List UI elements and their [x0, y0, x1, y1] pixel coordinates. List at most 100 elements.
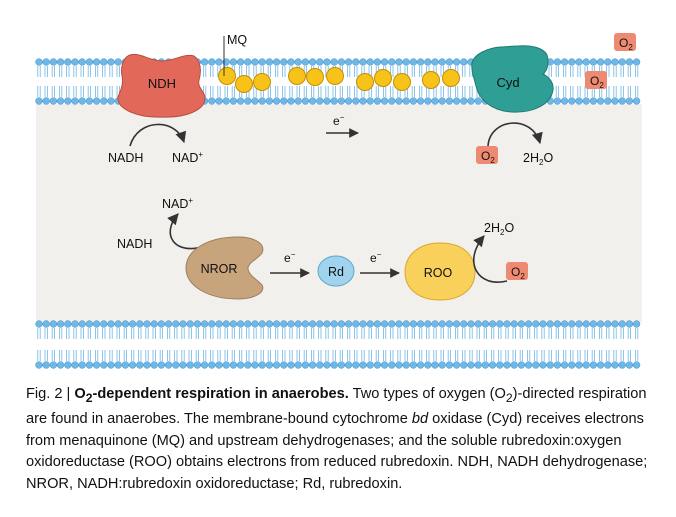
lipid-head — [366, 58, 374, 66]
lipid-head — [546, 320, 554, 328]
lipid-head — [445, 361, 454, 369]
lipid-head — [611, 320, 619, 328]
lipid-head — [316, 361, 324, 369]
lipid-head — [193, 320, 202, 328]
lipid-head — [92, 97, 101, 105]
lipid-head — [604, 58, 612, 66]
lipid-head — [272, 58, 281, 66]
lipid-tail — [59, 350, 63, 361]
lipid-tail — [606, 350, 610, 361]
lipid-head — [596, 320, 605, 328]
caption-text: Two types of oxygen (O2)-directed respir… — [26, 386, 648, 492]
lipid-tail — [397, 350, 401, 361]
cyd-protein: Cyd — [471, 45, 554, 113]
lipid-head — [366, 97, 374, 105]
lipid-head — [380, 97, 389, 105]
lipid-head — [71, 320, 79, 328]
lipid-head — [625, 58, 634, 66]
lipid-tail — [563, 350, 567, 361]
lipid-head — [258, 361, 266, 369]
lipid-head — [172, 361, 180, 369]
lipid-head — [510, 320, 518, 328]
lipid-head — [301, 320, 310, 328]
lipid-head — [568, 361, 576, 369]
lipid-tail — [51, 66, 55, 77]
lipid-head — [301, 97, 310, 105]
lipid-head — [445, 97, 454, 105]
lipid-head — [416, 320, 425, 328]
lipid-tail — [563, 66, 567, 77]
lipid-tail — [217, 350, 221, 361]
lipid-tail — [577, 328, 581, 339]
lipid-head — [416, 58, 425, 66]
lipid-tail — [311, 86, 315, 97]
lipid-tail — [239, 66, 243, 77]
lipid-head — [186, 320, 194, 328]
lipid-head — [287, 361, 295, 369]
lipid-tail — [253, 350, 257, 361]
lipid-head — [409, 58, 418, 66]
lipid-tail — [332, 350, 336, 361]
lipid-tail — [231, 86, 235, 97]
lipid-tail — [303, 328, 307, 339]
lipid-tail — [570, 350, 574, 361]
lipid-head — [287, 320, 295, 328]
lipid-tail — [246, 328, 250, 339]
lipid-tail — [606, 86, 610, 97]
lipid-head — [438, 361, 446, 369]
lipid-head — [121, 320, 130, 328]
svg-text:O2: O2 — [481, 149, 495, 165]
lipid-tail — [131, 350, 135, 361]
lipid-tail — [303, 86, 307, 97]
lipid-tail — [217, 86, 221, 97]
lipid-tail — [296, 86, 300, 97]
lipid-tail — [145, 350, 149, 361]
lipid-head — [402, 361, 410, 369]
bottom-membrane — [35, 320, 641, 369]
lipid-head — [143, 320, 151, 328]
lipid-head — [460, 58, 468, 66]
lipid-head — [114, 361, 122, 369]
lipid-tail — [87, 86, 91, 97]
lipid-head — [474, 97, 482, 105]
lipid-head — [452, 97, 461, 105]
lipid-tail — [289, 328, 293, 339]
ndh-label: NDH — [148, 76, 176, 91]
lipid-tail — [620, 328, 624, 339]
lipid-tail — [210, 328, 214, 339]
lipid-head — [301, 58, 310, 66]
lipid-tail — [181, 350, 185, 361]
lipid-head — [287, 97, 295, 105]
lipid-tail — [627, 66, 631, 77]
lipid-head — [42, 58, 50, 66]
lipid-tail — [109, 328, 113, 339]
menaquinone-molecule — [374, 69, 392, 87]
lipid-head — [330, 320, 338, 328]
lipid-head — [294, 361, 302, 369]
lipid-tail — [239, 350, 243, 361]
lipid-tail — [123, 350, 127, 361]
lipid-head — [553, 97, 562, 105]
lipid-head — [85, 320, 94, 328]
lipid-head — [344, 320, 353, 328]
lipid-tail — [66, 350, 70, 361]
lipid-head — [402, 320, 410, 328]
cytoplasm-band — [36, 104, 642, 322]
lipid-head — [431, 58, 439, 66]
lipid-tail — [505, 350, 509, 361]
lipid-head — [604, 320, 612, 328]
lipid-tail — [210, 86, 214, 97]
lipid-tail — [383, 86, 387, 97]
lipid-tail — [231, 350, 235, 361]
lipid-head — [438, 58, 446, 66]
lipid-tail — [339, 328, 343, 339]
menaquinone-molecule — [288, 67, 306, 85]
lipid-tail — [347, 86, 351, 97]
lipid-head — [323, 320, 331, 328]
lipid-head — [323, 58, 331, 66]
lipid-head — [380, 361, 389, 369]
lipid-head — [460, 361, 468, 369]
lipid-tail — [224, 350, 228, 361]
lipid-head — [236, 361, 245, 369]
svg-text:O2: O2 — [511, 265, 525, 281]
